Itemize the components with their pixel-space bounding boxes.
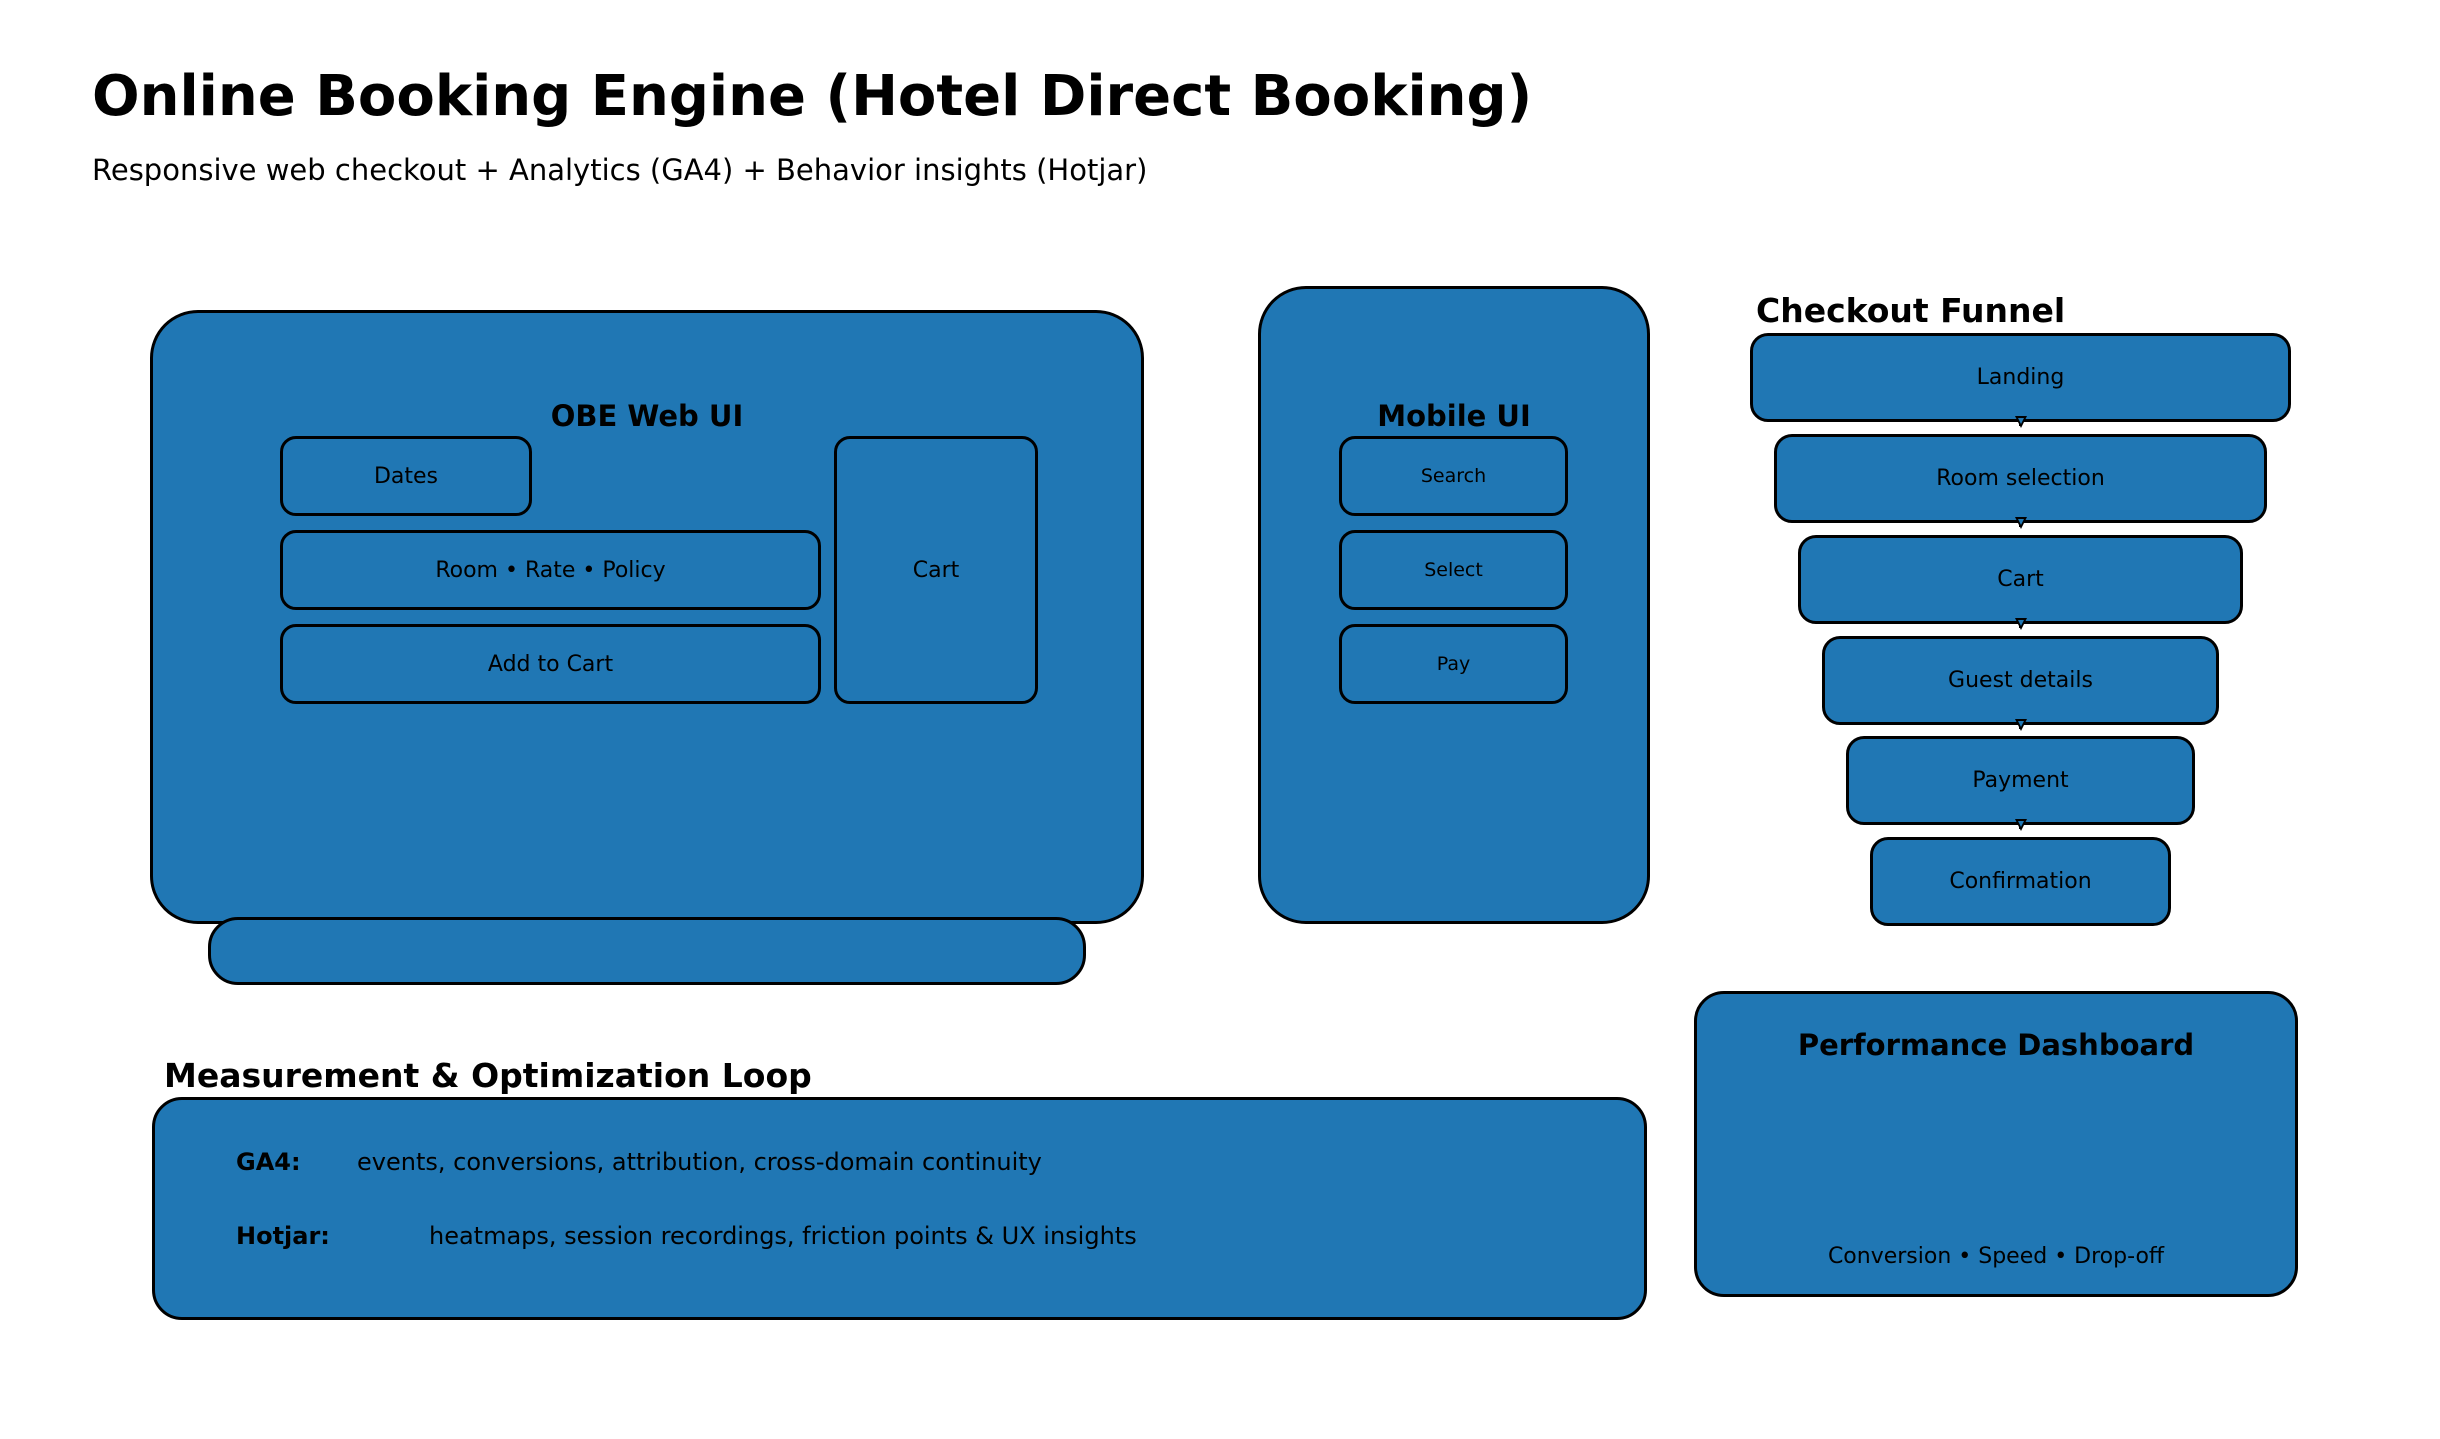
web-ui-title: OBE Web UI — [550, 399, 744, 433]
funnel-stage-room-selection: Room selection — [1774, 434, 2267, 523]
ga4-label: GA4: — [236, 1148, 301, 1176]
ga4-description: events, conversions, attribution, cross-… — [357, 1148, 1042, 1176]
funnel-stage-cart: Cart — [1798, 535, 2243, 624]
funnel-arrow-down-icon — [2015, 719, 2027, 731]
funnel-stage-payment: Payment — [1846, 736, 2195, 825]
page-subtitle: Responsive web checkout + Analytics (GA4… — [92, 153, 1148, 187]
performance-dashboard — [1694, 991, 2298, 1297]
hotjar-label: Hotjar: — [236, 1222, 330, 1250]
dashboard-metrics: Conversion • Speed • Drop-off — [1827, 1243, 2165, 1269]
funnel-arrow-down-icon — [2015, 819, 2027, 831]
funnel-arrow-down-icon — [2015, 517, 2027, 529]
room-rate-policy-panel[interactable]: Room • Rate • Policy — [280, 530, 821, 610]
cart-panel[interactable]: Cart — [834, 436, 1038, 704]
hotjar-description: heatmaps, session recordings, friction p… — [429, 1222, 1137, 1250]
funnel-title: Checkout Funnel — [1756, 291, 2066, 330]
add-to-cart-button[interactable]: Add to Cart — [280, 624, 821, 704]
funnel-stage-confirmation: Confirmation — [1870, 837, 2171, 926]
measurement-panel — [152, 1097, 1647, 1320]
mobile-pay-button[interactable]: Pay — [1339, 624, 1568, 704]
measurement-title: Measurement & Optimization Loop — [164, 1056, 812, 1095]
funnel-arrow-down-icon — [2015, 416, 2027, 428]
mobile-search-button[interactable]: Search — [1339, 436, 1568, 516]
mobile-select-button[interactable]: Select — [1339, 530, 1568, 610]
funnel-arrow-down-icon — [2015, 618, 2027, 630]
mobile-ui-title: Mobile UI — [1377, 399, 1531, 433]
dashboard-title: Performance Dashboard — [1797, 1028, 2195, 1062]
laptop-base — [208, 917, 1086, 985]
page-title: Online Booking Engine (Hotel Direct Book… — [92, 64, 1533, 129]
funnel-stage-guest-details: Guest details — [1822, 636, 2219, 725]
funnel-stage-landing: Landing — [1750, 333, 2291, 422]
dates-field[interactable]: Dates — [280, 436, 532, 516]
